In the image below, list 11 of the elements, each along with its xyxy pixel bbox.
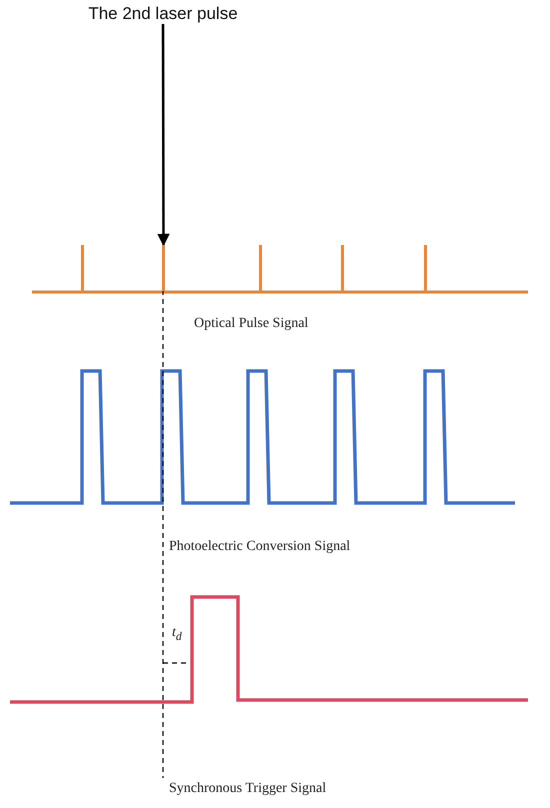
pulse-spike [259,245,262,291]
signal-label: Photoelectric Conversion Signal [169,539,350,555]
delay-label: t$_{d}$ [172,625,182,643]
pulse-spike [424,245,427,291]
pulse-spike [162,245,165,291]
signal-label: Synchronous Trigger Signal [169,781,326,797]
pulse-spike [81,245,84,291]
pulse-spike [341,245,344,291]
arrow [157,24,170,246]
annotation-text: The 2nd laser pulse [88,4,238,24]
signal-label: Optical Pulse Signal [194,316,308,332]
